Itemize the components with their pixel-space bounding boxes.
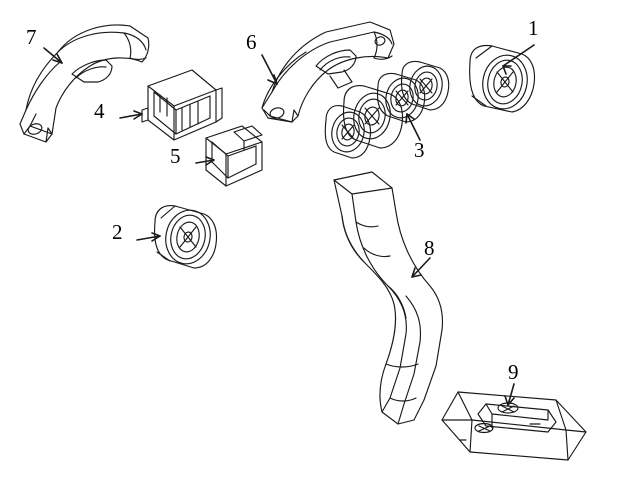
callout-label-4[interactable]: 4 (94, 99, 105, 123)
callout-label-6[interactable]: 6 (246, 30, 257, 54)
part-1-round-vent-duct-right (469, 44, 536, 113)
part-4-rectangular-defroster-duct-upper (141, 69, 223, 141)
part-5-rectangular-defroster-duct-lower (205, 125, 263, 187)
leader-9 (504, 383, 515, 406)
leader-8 (411, 257, 431, 278)
leader-1 (502, 44, 535, 75)
leader-6 (261, 54, 278, 85)
leader-2 (136, 232, 161, 242)
part-6-curved-defroster-duct-right (261, 21, 395, 123)
callout-label-3[interactable]: 3 (414, 138, 425, 162)
leader-7 (43, 47, 63, 64)
callout-leader-lines (43, 44, 535, 406)
part-7-curved-defroster-duct-left (19, 24, 150, 143)
leader-4 (119, 110, 143, 120)
callout-label-5[interactable]: 5 (170, 144, 181, 168)
part-2-round-vent-duct-left (153, 205, 218, 269)
callout-label-8[interactable]: 8 (424, 236, 435, 260)
callout-label-9[interactable]: 9 (508, 360, 519, 384)
leader-5 (195, 156, 215, 166)
part-8-rear-floor-distribution-duct (333, 171, 444, 425)
callout-label-2[interactable]: 2 (112, 220, 123, 244)
callout-label-7[interactable]: 7 (26, 25, 37, 49)
part-3-center-vent-duct-cluster (324, 60, 450, 159)
part-9-rear-seat-floor-outlet-duct (441, 391, 587, 461)
callout-label-1[interactable]: 1 (528, 16, 539, 40)
leader-3 (405, 113, 421, 141)
